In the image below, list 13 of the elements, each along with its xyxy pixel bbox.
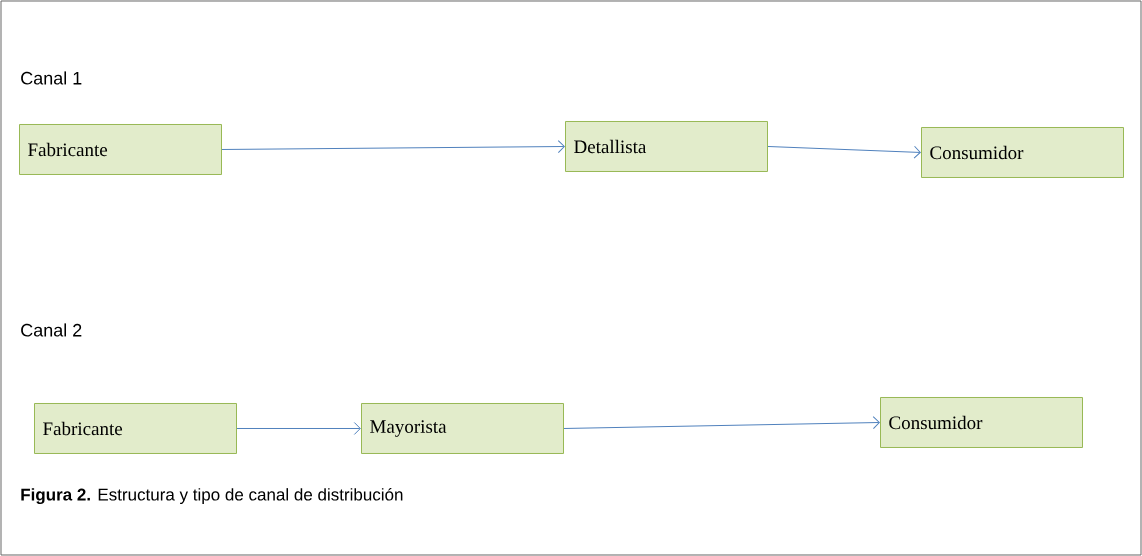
arrow [767,145,921,159]
channel-label: Canal 2 [21,323,82,337]
figure-caption: Figura 2. Estructura y tipo de canal de distribución [21,487,403,505]
process-box: Consumidor [921,127,1124,178]
process-box: Detallista [565,121,768,172]
arrow [563,416,880,430]
process-box: Mayorista [361,403,564,454]
channel-label: Canal 1 [21,71,82,85]
process-box: Consumidor [880,397,1083,448]
arrow [236,422,361,435]
arrow [221,140,565,154]
process-box: Fabricante [34,403,237,454]
process-box: Fabricante [19,124,222,175]
